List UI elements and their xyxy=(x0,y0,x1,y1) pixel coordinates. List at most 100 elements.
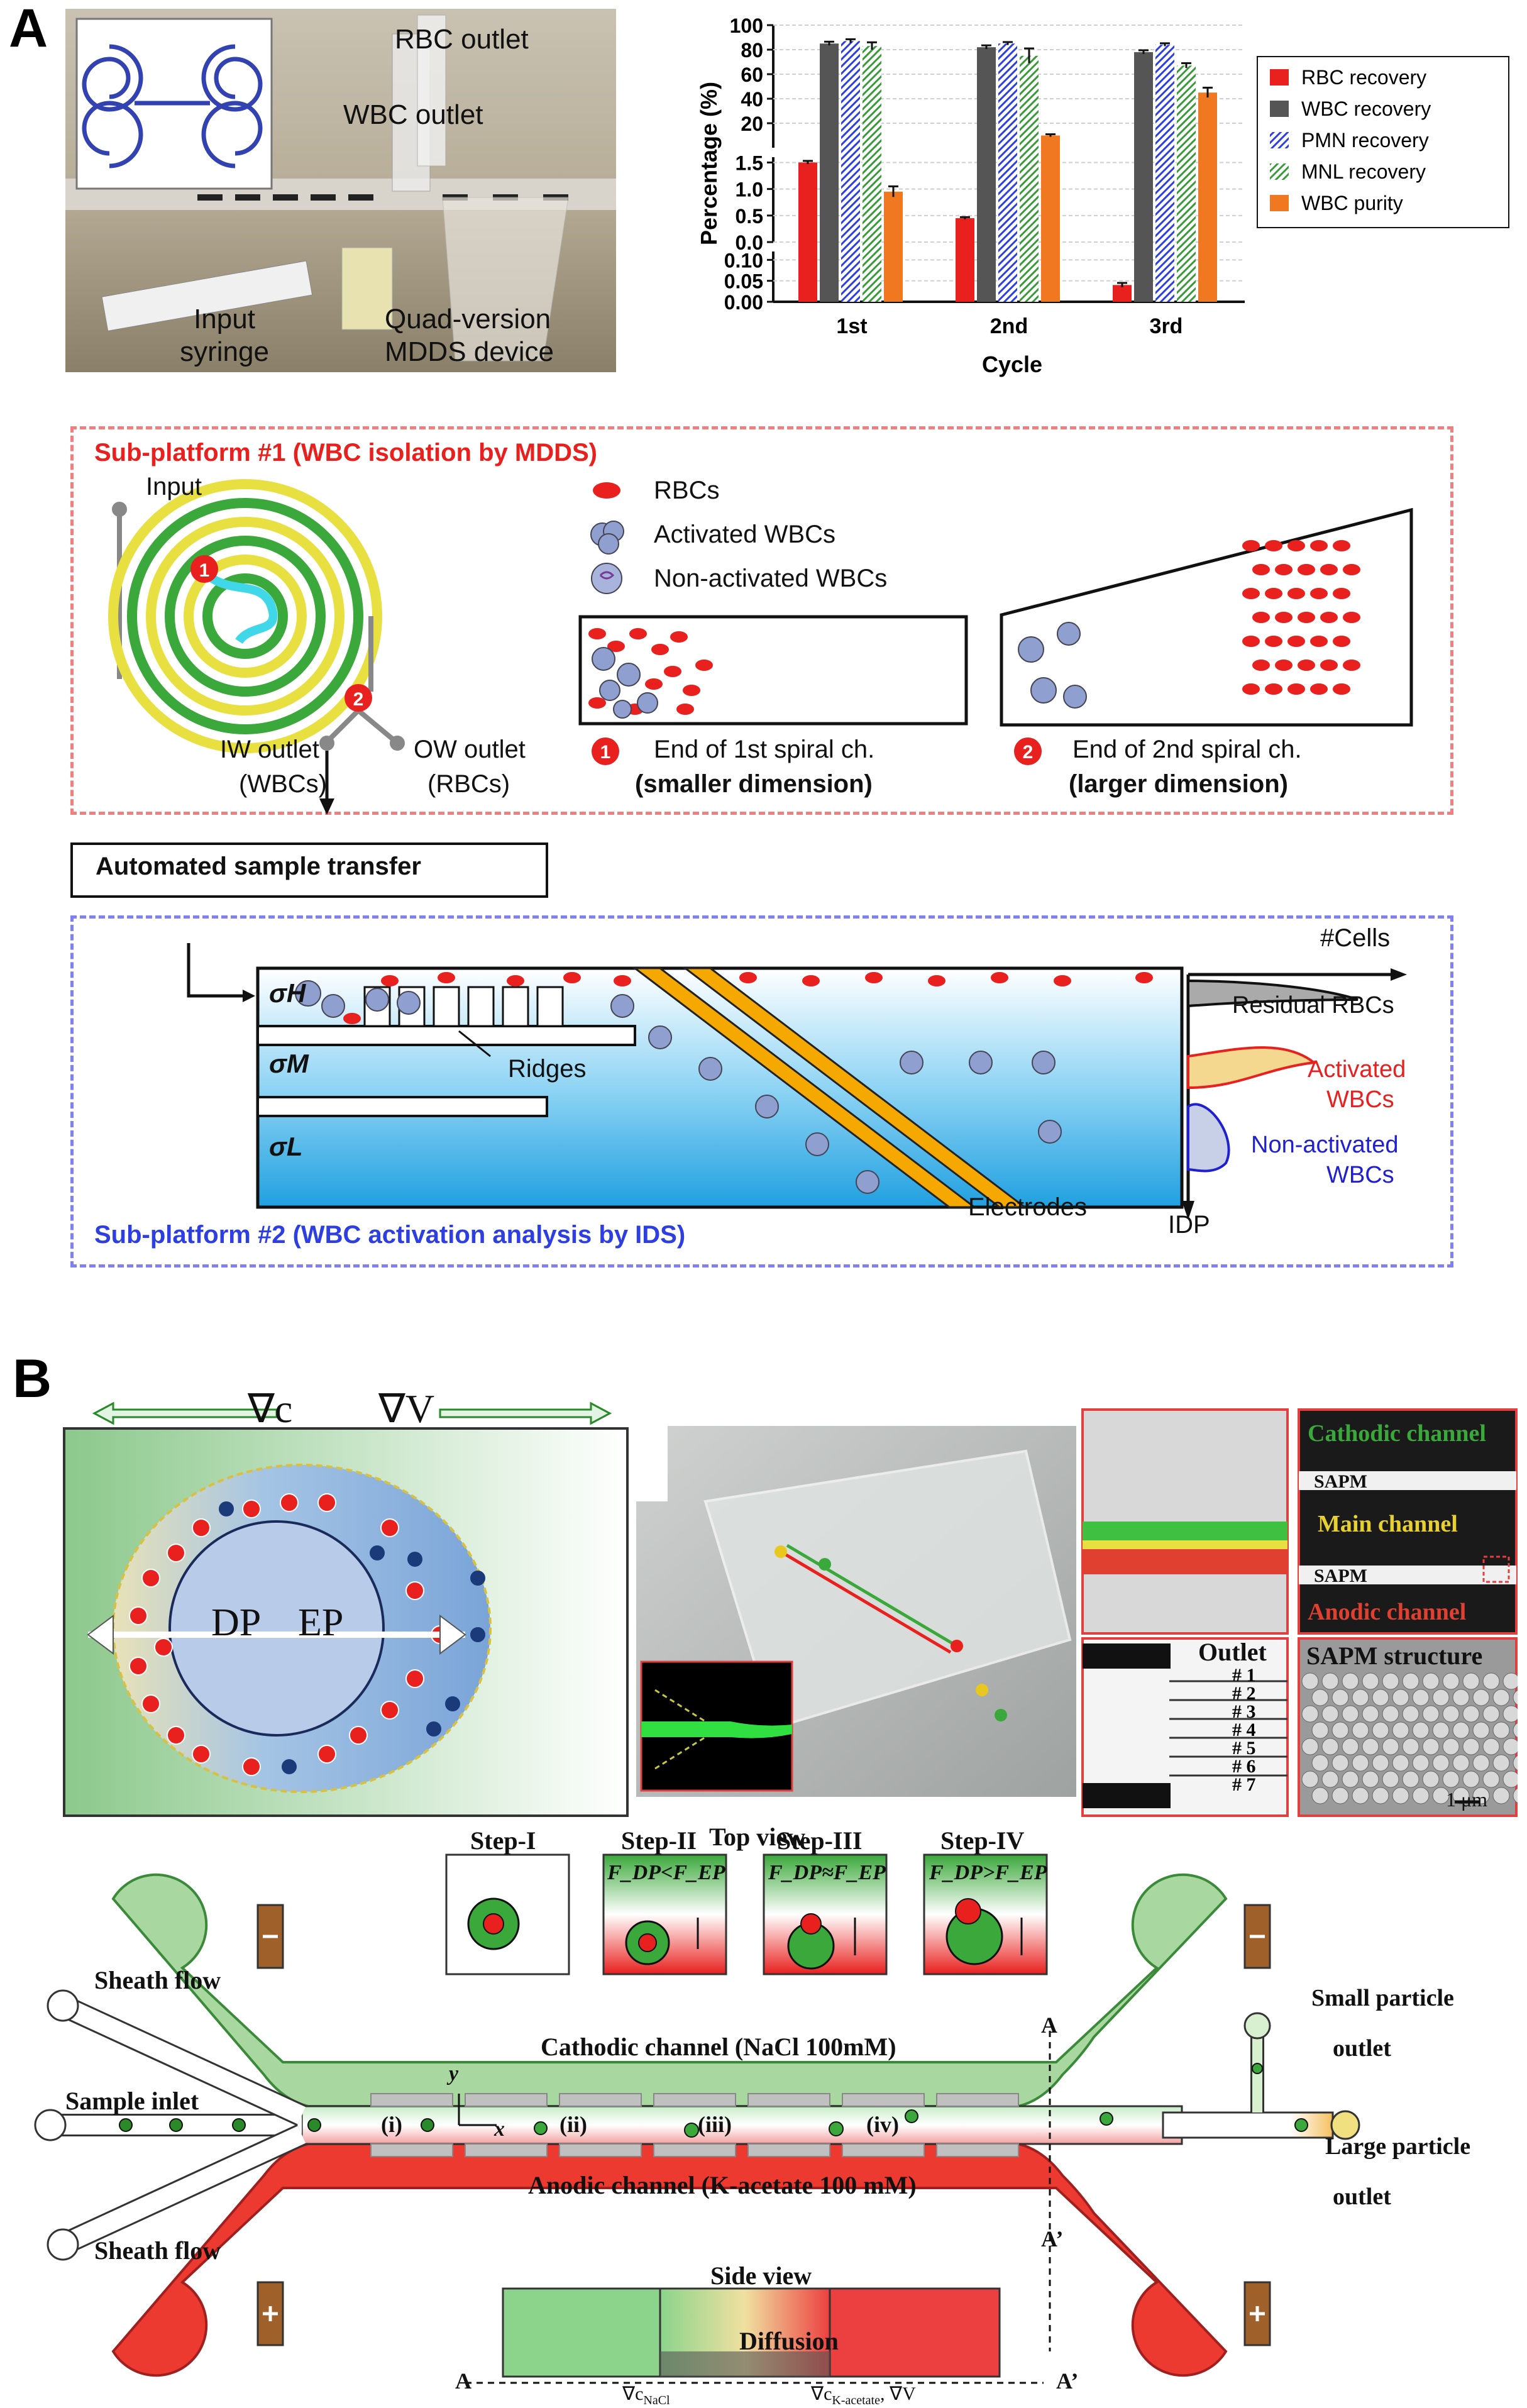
sapm-sphere xyxy=(1502,1705,1518,1723)
sapm-sphere xyxy=(1301,1770,1319,1788)
rbc-cell xyxy=(1310,540,1328,551)
y-tick-label: 0.05 xyxy=(724,270,763,293)
sample-inlet-label: Sample inlet xyxy=(65,2087,199,2115)
sapm-sphere xyxy=(1452,1787,1470,1804)
legend-swatch xyxy=(1270,163,1289,180)
rbc-cell xyxy=(1287,588,1305,599)
sapm-sphere xyxy=(1321,1705,1339,1723)
positive-ion xyxy=(154,1638,173,1657)
legend-swatch xyxy=(1270,195,1289,211)
bar xyxy=(1155,45,1174,302)
axis-y-label: y xyxy=(449,2062,459,2085)
outlet-number: # 2 xyxy=(1232,1683,1256,1704)
sapm-sphere xyxy=(1502,1770,1518,1788)
y-tick-label: 80 xyxy=(741,39,763,62)
ow-outlet-sub: (RBCs) xyxy=(427,770,510,798)
bar xyxy=(798,162,817,302)
panel-b-letter: B xyxy=(13,1349,52,1409)
particle-schematic xyxy=(63,1427,629,1817)
sapm-sphere xyxy=(1412,1754,1430,1772)
cathodic-channel-label: Cathodic channel (NaCl 100mM) xyxy=(541,2033,896,2061)
sapm-sphere xyxy=(1482,1770,1500,1788)
sapm-sphere xyxy=(1352,1754,1369,1772)
step-3-relation: F_DP≈F_EP xyxy=(768,1861,886,1884)
sapm-sphere xyxy=(1352,1787,1369,1804)
positive-ion xyxy=(405,1581,424,1600)
x-tick-label: 2nd xyxy=(990,314,1028,338)
sapm-block xyxy=(747,2093,830,2107)
bar xyxy=(884,191,903,302)
outlet-title: Outlet xyxy=(1198,1638,1267,1666)
sapm-sphere xyxy=(1331,1754,1349,1772)
legend-label: RBC recovery xyxy=(1301,66,1426,89)
rbc-cell xyxy=(1287,540,1305,551)
sapm-sphere xyxy=(1513,1755,1518,1771)
sapm-sphere xyxy=(1311,1689,1329,1706)
sigma-l: σL xyxy=(269,1132,303,1161)
step-3-label: Step-III xyxy=(777,1826,863,1855)
residual-rbcs-label: Residual RBCs xyxy=(1232,992,1394,1019)
sapm-sphere xyxy=(1442,1705,1460,1723)
sapm-sphere xyxy=(1502,1738,1518,1755)
bar xyxy=(1134,52,1153,302)
sapm-sphere xyxy=(1382,1705,1399,1723)
sapm-sphere xyxy=(1311,1787,1329,1804)
rbc-cell xyxy=(1333,588,1350,599)
outlet-number: # 1 xyxy=(1232,1665,1256,1686)
rbc-cell xyxy=(1298,564,1315,575)
rbc-cell xyxy=(1287,683,1305,695)
marker-1: 1 xyxy=(199,560,210,581)
activated-label-1: Activated xyxy=(1308,1056,1406,1083)
side-view-label: Side view xyxy=(710,2262,812,2290)
rbc-cell xyxy=(1242,588,1260,599)
sapm-sphere xyxy=(1422,1770,1440,1788)
sapm-sphere xyxy=(1412,1721,1430,1739)
rbc-cell xyxy=(1287,636,1305,647)
sapm-sphere xyxy=(1422,1738,1440,1755)
legend-label: PMN recovery xyxy=(1301,129,1429,152)
outlet-number: # 7 xyxy=(1232,1774,1256,1795)
sapm-sphere xyxy=(1482,1738,1500,1755)
legend-label: WBC recovery xyxy=(1301,97,1431,120)
sapm-sphere xyxy=(1392,1721,1409,1739)
sapm-sphere xyxy=(1321,1672,1339,1690)
top-view-schematic xyxy=(34,1853,1360,2384)
sapm-sphere xyxy=(1432,1689,1450,1706)
legend-swatch xyxy=(1270,101,1289,117)
rbc-cell xyxy=(1242,683,1260,695)
sapm-sphere xyxy=(1482,1705,1500,1723)
bar xyxy=(1113,285,1132,302)
cell-legend-icons xyxy=(590,482,624,594)
sapm-block xyxy=(559,2143,642,2157)
ids-channel-diagram xyxy=(187,943,1184,1209)
rbc-cell xyxy=(1310,683,1328,695)
anodic-channel-photo-label: Anodic channel xyxy=(1308,1599,1467,1625)
section-a-bottom: A xyxy=(455,2368,471,2394)
sapm-sphere xyxy=(1472,1754,1490,1772)
legend-label: WBC purity xyxy=(1301,192,1403,214)
bar xyxy=(1041,135,1060,302)
sample-transfer-label: Automated sample transfer xyxy=(96,853,421,880)
spiral-diagram: 1 2 xyxy=(108,479,405,815)
subplatform-1-box xyxy=(70,426,1453,815)
rbc-cell xyxy=(1310,588,1328,599)
positive-ion xyxy=(317,1745,336,1764)
positive-ion xyxy=(380,1518,399,1537)
outlet-number: # 3 xyxy=(1232,1701,1256,1722)
y-tick-label: 0.0 xyxy=(736,231,763,254)
sapm-sphere xyxy=(1442,1672,1460,1690)
input-label: Input xyxy=(146,473,202,500)
sapm-sphere xyxy=(1402,1705,1420,1723)
bar xyxy=(998,43,1017,302)
positive-ion xyxy=(280,1493,299,1512)
legend-rbcs: RBCs xyxy=(654,477,720,504)
x-tick-label: 1st xyxy=(836,314,867,338)
subplatform-2-title: Sub-platform #2 (WBC activation analysis… xyxy=(94,1221,686,1249)
sapm-sphere xyxy=(1492,1754,1510,1772)
grad-c-label: ∇c xyxy=(248,1386,293,1431)
sapm-sphere xyxy=(1392,1689,1409,1706)
sapm-sphere xyxy=(1311,1721,1329,1739)
positive-ion xyxy=(129,1606,148,1625)
sapm-sphere xyxy=(1492,1787,1510,1804)
sapm-sphere xyxy=(1422,1705,1440,1723)
